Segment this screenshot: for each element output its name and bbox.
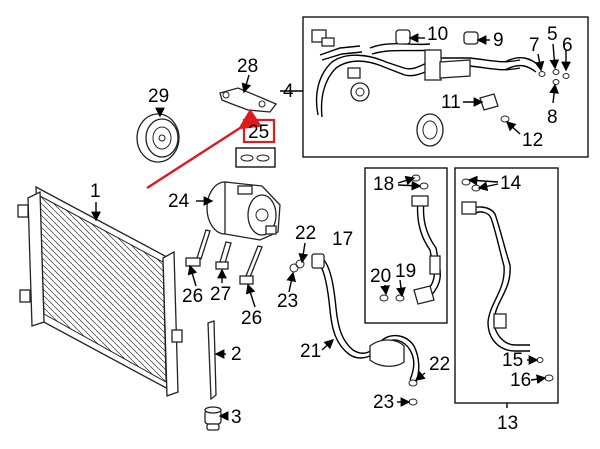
callout-27: 27: [210, 284, 231, 305]
ac-compressor: [206, 181, 281, 241]
hose-assembly-13: [461, 178, 554, 382]
callout-25: 25: [248, 122, 269, 143]
callout-24: 24: [168, 191, 190, 212]
callout-2: 2: [231, 344, 242, 365]
callout-21: 21: [300, 341, 321, 362]
group-box-17: [364, 167, 448, 324]
group-box-4: [302, 16, 589, 158]
compressor-bracket: [219, 87, 278, 113]
callout-23-bottom: 23: [373, 392, 394, 413]
callout-14: 14: [500, 173, 522, 194]
bolt-right: [239, 245, 263, 285]
callout-6: 6: [562, 35, 573, 56]
callout-16: 16: [510, 370, 531, 391]
callout-labels: 1 2 3 4 5 6 7 8 9 10 11 12 13 14 15 16 1…: [90, 24, 573, 434]
callout-22-top: 22: [295, 223, 316, 244]
callout-8: 8: [547, 107, 558, 128]
clutch-pulley: [136, 113, 180, 163]
stud-center: [215, 241, 232, 270]
callout-26-right: 26: [241, 308, 262, 329]
highlight-arrow: [146, 108, 262, 190]
leader-lines: [91, 33, 571, 421]
bushing: [204, 406, 222, 431]
hose-assembly-17: [379, 174, 442, 305]
callout-5: 5: [547, 24, 558, 45]
callout-11: 11: [441, 92, 461, 113]
o-ring-kit: [235, 147, 276, 168]
callout-20: 20: [370, 266, 391, 287]
callout-26-left: 26: [182, 286, 203, 307]
callout-1: 1: [90, 181, 101, 202]
callout-23-top: 23: [277, 291, 298, 312]
callout-4: 4: [283, 81, 294, 102]
callout-28: 28: [237, 56, 258, 77]
callout-12: 12: [522, 130, 543, 151]
bolt-left: [185, 229, 211, 267]
seal-strip: [207, 320, 217, 401]
discharge-hose: [289, 253, 420, 406]
callout-22-bottom: 22: [429, 354, 450, 375]
callout-29: 29: [148, 86, 169, 107]
callout-19: 19: [395, 261, 416, 282]
callout-17: 17: [332, 229, 353, 250]
callout-13: 13: [497, 413, 518, 434]
hose-assembly-4: [311, 29, 570, 147]
callout-9: 9: [493, 30, 504, 51]
callout-15: 15: [502, 350, 523, 371]
condenser: [17, 185, 183, 397]
callout-3: 3: [231, 407, 242, 428]
callout-7: 7: [529, 35, 540, 56]
callout-10: 10: [427, 24, 448, 45]
callout-18: 18: [373, 174, 394, 195]
